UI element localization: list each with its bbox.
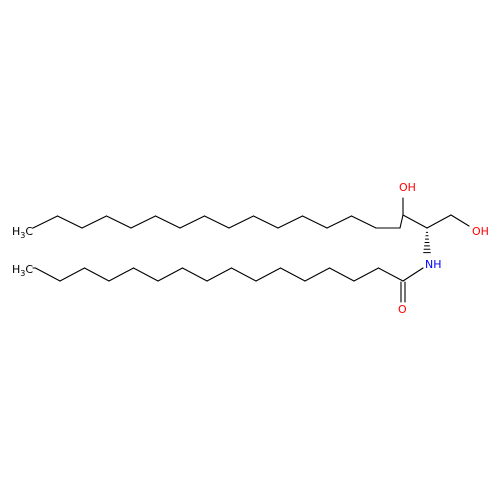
acyl-chain-bond [255, 267, 282, 282]
acyl-chain-bond [230, 267, 257, 282]
sphingoid-chain-bond [154, 215, 181, 229]
acyl-chain-bond [108, 267, 135, 282]
sphingoid-chain-bond [105, 215, 132, 229]
acyl-chain-bond [328, 267, 355, 282]
acyl-chain-bond [304, 267, 331, 282]
acyl-chain-bond [353, 267, 380, 282]
c2-c1-bond [426, 214, 452, 229]
c3-c2-bond [402, 214, 428, 229]
sphingoid-chain-bond [130, 215, 157, 229]
amide-n-c-bond [402, 267, 424, 282]
upper-methyl-label: H3C [12, 225, 33, 240]
bond-lines [32, 197, 470, 303]
acyl-chain-bond [59, 267, 86, 282]
sphingoid-chain-bond [399, 214, 404, 229]
stereo-hashed-wedge [423, 231, 431, 254]
sphingoid-chain-bond [350, 215, 377, 229]
sphingoid-chain-bond [301, 215, 328, 229]
lower-methyl-label: H3C [12, 263, 33, 278]
sphingoid-chain-bond [81, 215, 108, 229]
carbonyl-oxygen-label: O [398, 303, 407, 316]
sphingoid-chain-bond [56, 215, 83, 229]
atom-labels: H3C H3C OH OH NH O [12, 181, 489, 316]
sphingoid-chain-bond [228, 215, 255, 229]
sphingoid-chain-bond [252, 215, 279, 229]
acyl-chain-bond [377, 267, 404, 282]
sphingoid-chain-bond [277, 215, 304, 229]
secondary-hydroxyl-label: OH [399, 181, 416, 194]
acyl-chain-bond [206, 267, 233, 282]
primary-hydroxyl-label: OH [472, 225, 489, 238]
acyl-chain-bond [181, 267, 208, 282]
acyl-chain-bond [279, 267, 306, 282]
acyl-chain-bond [83, 267, 110, 282]
sphingoid-chain-bond [203, 215, 230, 229]
c1-hydroxyl-bond [450, 214, 470, 227]
acyl-chain-bond [157, 267, 184, 282]
acyl-chain-bond [132, 267, 159, 282]
sphingoid-chain-bond [32, 215, 59, 229]
amide-nitrogen-label: NH [425, 258, 442, 271]
sphingoid-chain-bond [179, 215, 206, 229]
sphingoid-chain-bond [326, 215, 353, 229]
acyl-chain-bond [34, 267, 61, 282]
